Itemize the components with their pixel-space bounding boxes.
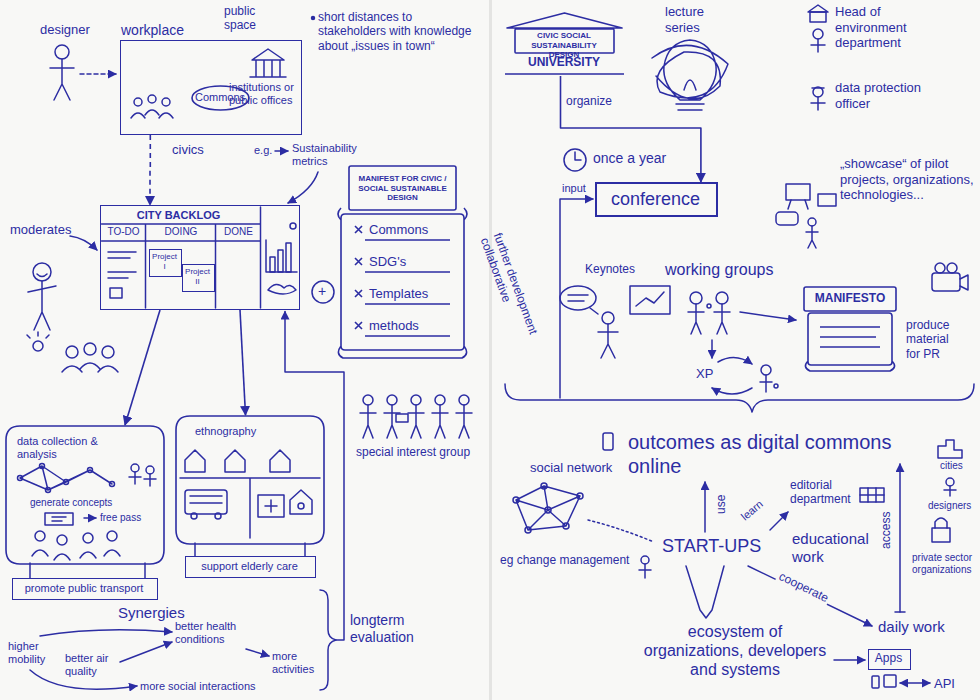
annotation-label: designer [40,22,90,38]
annotation-label: outcomes as digital commons online [628,430,928,478]
annotation-label: „showcase“ of pilot projects, organizati… [840,156,975,203]
node-label: Project I [150,252,179,271]
annotation-label: once a year [593,150,666,167]
apps-box: Apps [868,649,911,670]
annotation-label: Sustainability metrics [292,142,377,168]
annotation-label: e.g. [254,144,272,157]
node-label: CITY BACKLOG [101,209,256,222]
annotation-label: cooperate [775,568,833,606]
round-path [176,416,324,544]
annotation-label: Keynotes [585,262,635,276]
node-text: generate concepts [30,497,135,509]
university-building: CIVIC SOCIAL SUSTAINABILITY DESIGNUNIVER… [505,12,624,76]
node-label: ethnography [195,425,305,438]
node-text: free pass [100,512,155,524]
annotation-label: eg change management [500,553,629,567]
annotation-label: input [562,182,586,195]
annotation-label: better air quality [65,652,125,678]
annotation-label: START-UPS [662,536,761,558]
annotation-label: lecture series [665,4,725,35]
connector [125,310,160,425]
node-label: MANIFESTO [810,291,890,305]
node-label: conference [597,189,714,211]
annotation-label: moderates [10,222,71,238]
annotation-label: better health conditions [175,620,255,646]
project-banner: support elderly care [185,556,316,578]
project-cloud: ethnography [175,415,325,545]
annotation-label: working groups [665,260,774,279]
node-text: Templates [369,286,459,302]
project-banner: promote public transport [12,578,158,600]
node-label: workplace [121,22,221,39]
annotation-label: daily work [878,618,945,636]
annotation-label: more social interactions [140,680,256,693]
node-label: Commons [191,91,249,104]
node-text: DOING [146,226,216,238]
node-text: methods [369,318,459,334]
annotation-label: more activities [272,650,322,676]
commons-ellipse: Commons [191,85,250,111]
annotation-label: learn [737,496,767,524]
annotation-label: ecosystem of organizations, developers a… [640,622,830,680]
connector [561,76,701,182]
annotation-label: special interest group [356,445,470,459]
annotation-label: API [934,676,955,692]
connector [240,310,246,415]
edge-label: organize [566,94,612,108]
paper-sheet [0,0,489,700]
annotation-label: short distances to stakeholders with kno… [318,10,483,53]
backlog-board: CITY BACKLOG TO-DODOINGDONE Project IProje… [100,205,300,310]
node-label: MANIFEST FOR CIVIC / SOCIAL SUSTAINABLE … [355,174,450,203]
manifesto-scroll: MANIFESTO [800,283,900,373]
annotation-label: Synergies [118,604,185,622]
node-text: SDG's [369,254,459,270]
annotation-label: use [714,495,728,514]
scroll2-path [804,287,896,371]
annotation-label: private sector organizations [912,552,974,576]
workplace-box: workplaceinstitutions or public officesC… [120,40,302,135]
annotation-label: data protection officer [835,80,950,111]
project-card: Project I [149,249,182,277]
annotation-label: further development collaborative [477,231,550,368]
annotation-label: designers [928,500,971,512]
sketch-strokes [18,5,975,690]
scroll-path [338,166,467,358]
ellipse-path [192,86,249,110]
annotation-label: access [879,512,893,549]
annotation-label: educational work [792,530,877,566]
annotation-label: + [318,283,326,300]
annotation-label: longterm evaluation [350,612,435,646]
annotation-label: Head of environment department [835,4,945,51]
node-text: UNIVERSITY [505,55,623,69]
manifest-scroll: MANIFEST FOR CIVIC / SOCIAL SUSTAINABLE … [335,160,470,360]
annotation-label: higher mobility [8,640,63,666]
node-text: TO-DO [101,226,146,238]
node-label: Project II [183,267,212,286]
paper-sheet [492,0,980,700]
node-text: Commons [369,222,459,238]
annotation-label: social network [530,460,612,476]
node-label: data collection & analysis [17,435,99,461]
node-text: DONE [216,226,261,238]
annotation-label: editorial department [790,478,860,507]
node-label: promote public transport [13,582,155,595]
project-card: Project II [182,264,215,292]
node-label: Apps [869,651,908,665]
project-cloud: data collection & analysis generate conce… [5,425,165,565]
connector [149,135,151,205]
annotation-label: XP [696,366,713,382]
annotation-label: civics [172,142,204,158]
round-path [6,426,164,564]
conference-box: conference [595,182,718,217]
annotation-label: produce material for PR [906,318,966,361]
annotation-label: cities [940,460,963,472]
annotation-label: public space [224,4,274,33]
building-path [505,13,624,74]
node-label: support elderly care [186,560,313,573]
